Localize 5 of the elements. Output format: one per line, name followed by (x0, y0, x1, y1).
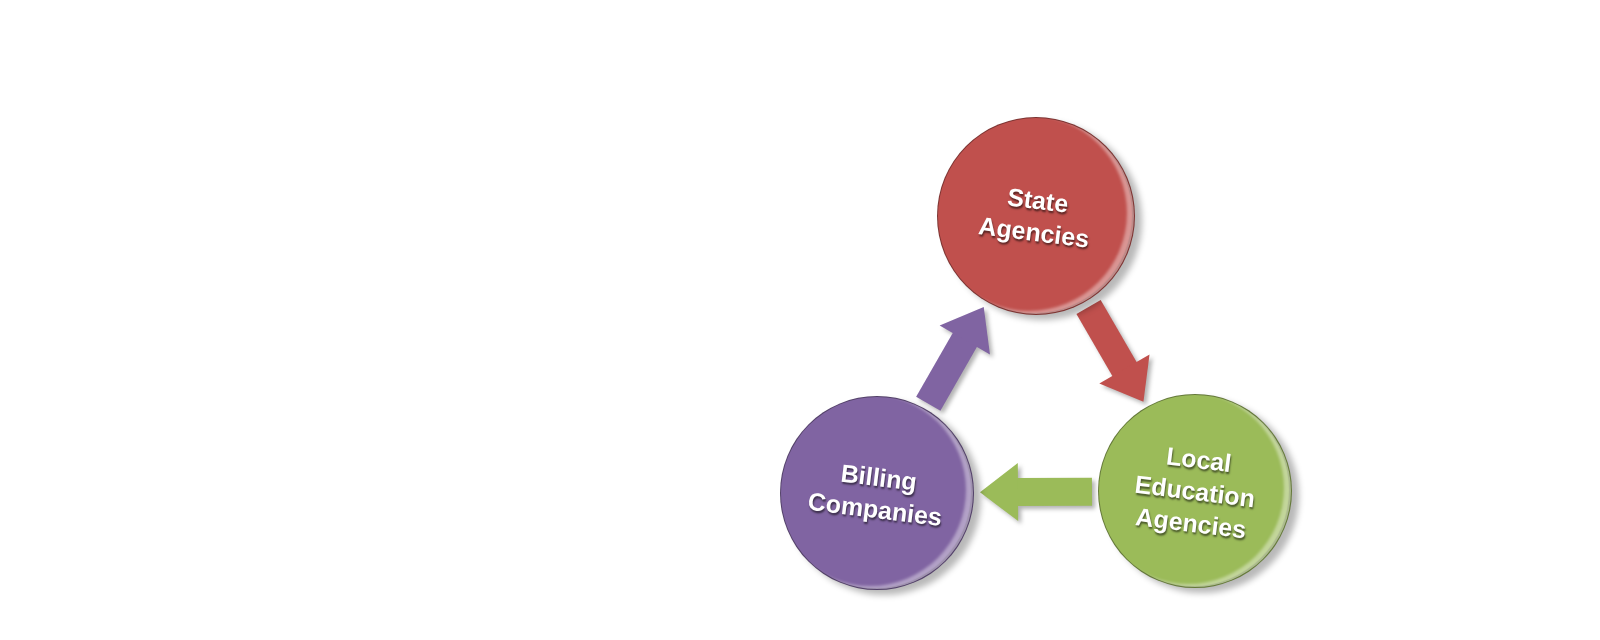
node-label: Billing Companies (805, 457, 945, 533)
block-arrow (916, 307, 990, 411)
block-arrow (1076, 299, 1150, 402)
node-label: State Agencies (976, 181, 1092, 255)
node-label: Local Education Agencies (1132, 440, 1258, 546)
